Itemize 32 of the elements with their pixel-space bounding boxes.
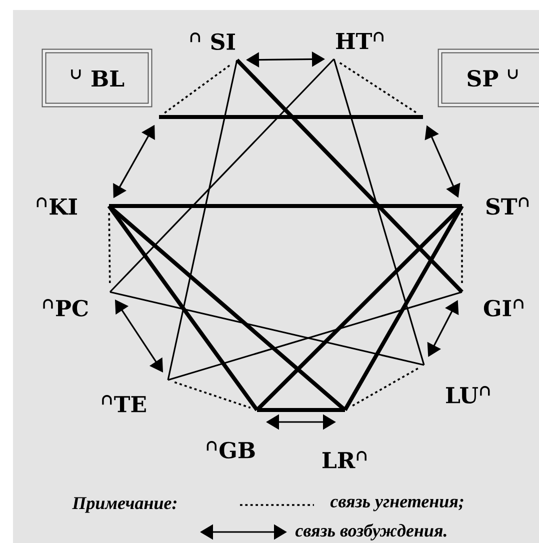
connecting-line — [167, 60, 238, 380]
meridian-label: $^{∩}$PC — [43, 299, 88, 316]
meridian-box: $^{∪}$ BL — [42, 48, 152, 108]
meridian-label: GI$^{∩}$ — [484, 299, 524, 316]
connecting-line — [236, 58, 464, 294]
connecting-line — [107, 204, 259, 412]
meridian-label: $^{∩}$ SI — [190, 32, 235, 50]
connecting-line — [333, 58, 425, 366]
connecting-line — [159, 115, 423, 119]
meridian-label: LU$^{∩}$ — [446, 386, 490, 404]
dotted-line — [339, 62, 418, 114]
connecting-line — [257, 408, 345, 412]
legend-text: связь возбуждения. — [295, 524, 446, 540]
meridian-label: $^{∩}$KI — [36, 197, 77, 215]
meridian-label: HT$^{∩}$ — [336, 32, 384, 49]
connecting-line — [109, 58, 335, 293]
dotted-line — [108, 213, 111, 286]
connecting-line — [109, 204, 462, 208]
meridian-box: SP $^{∪}$ — [438, 48, 539, 108]
meridian-label: $^{∩}$GB — [206, 441, 255, 458]
dotted-line — [350, 368, 418, 408]
note-label: Примечание: — [72, 497, 176, 513]
connecting-line — [110, 291, 424, 366]
dotted-line — [461, 213, 463, 285]
legend-text: связь угнетения; — [330, 498, 464, 512]
connecting-line — [343, 205, 464, 411]
meridian-label: LR$^{∩}$ — [322, 451, 366, 468]
dotted-line — [164, 63, 232, 114]
dotted-line — [174, 381, 251, 409]
connecting-line — [168, 291, 462, 381]
meridian-label: $^{∩}$TE — [102, 395, 146, 412]
meridian-label: ST$^{∩}$ — [486, 197, 529, 215]
